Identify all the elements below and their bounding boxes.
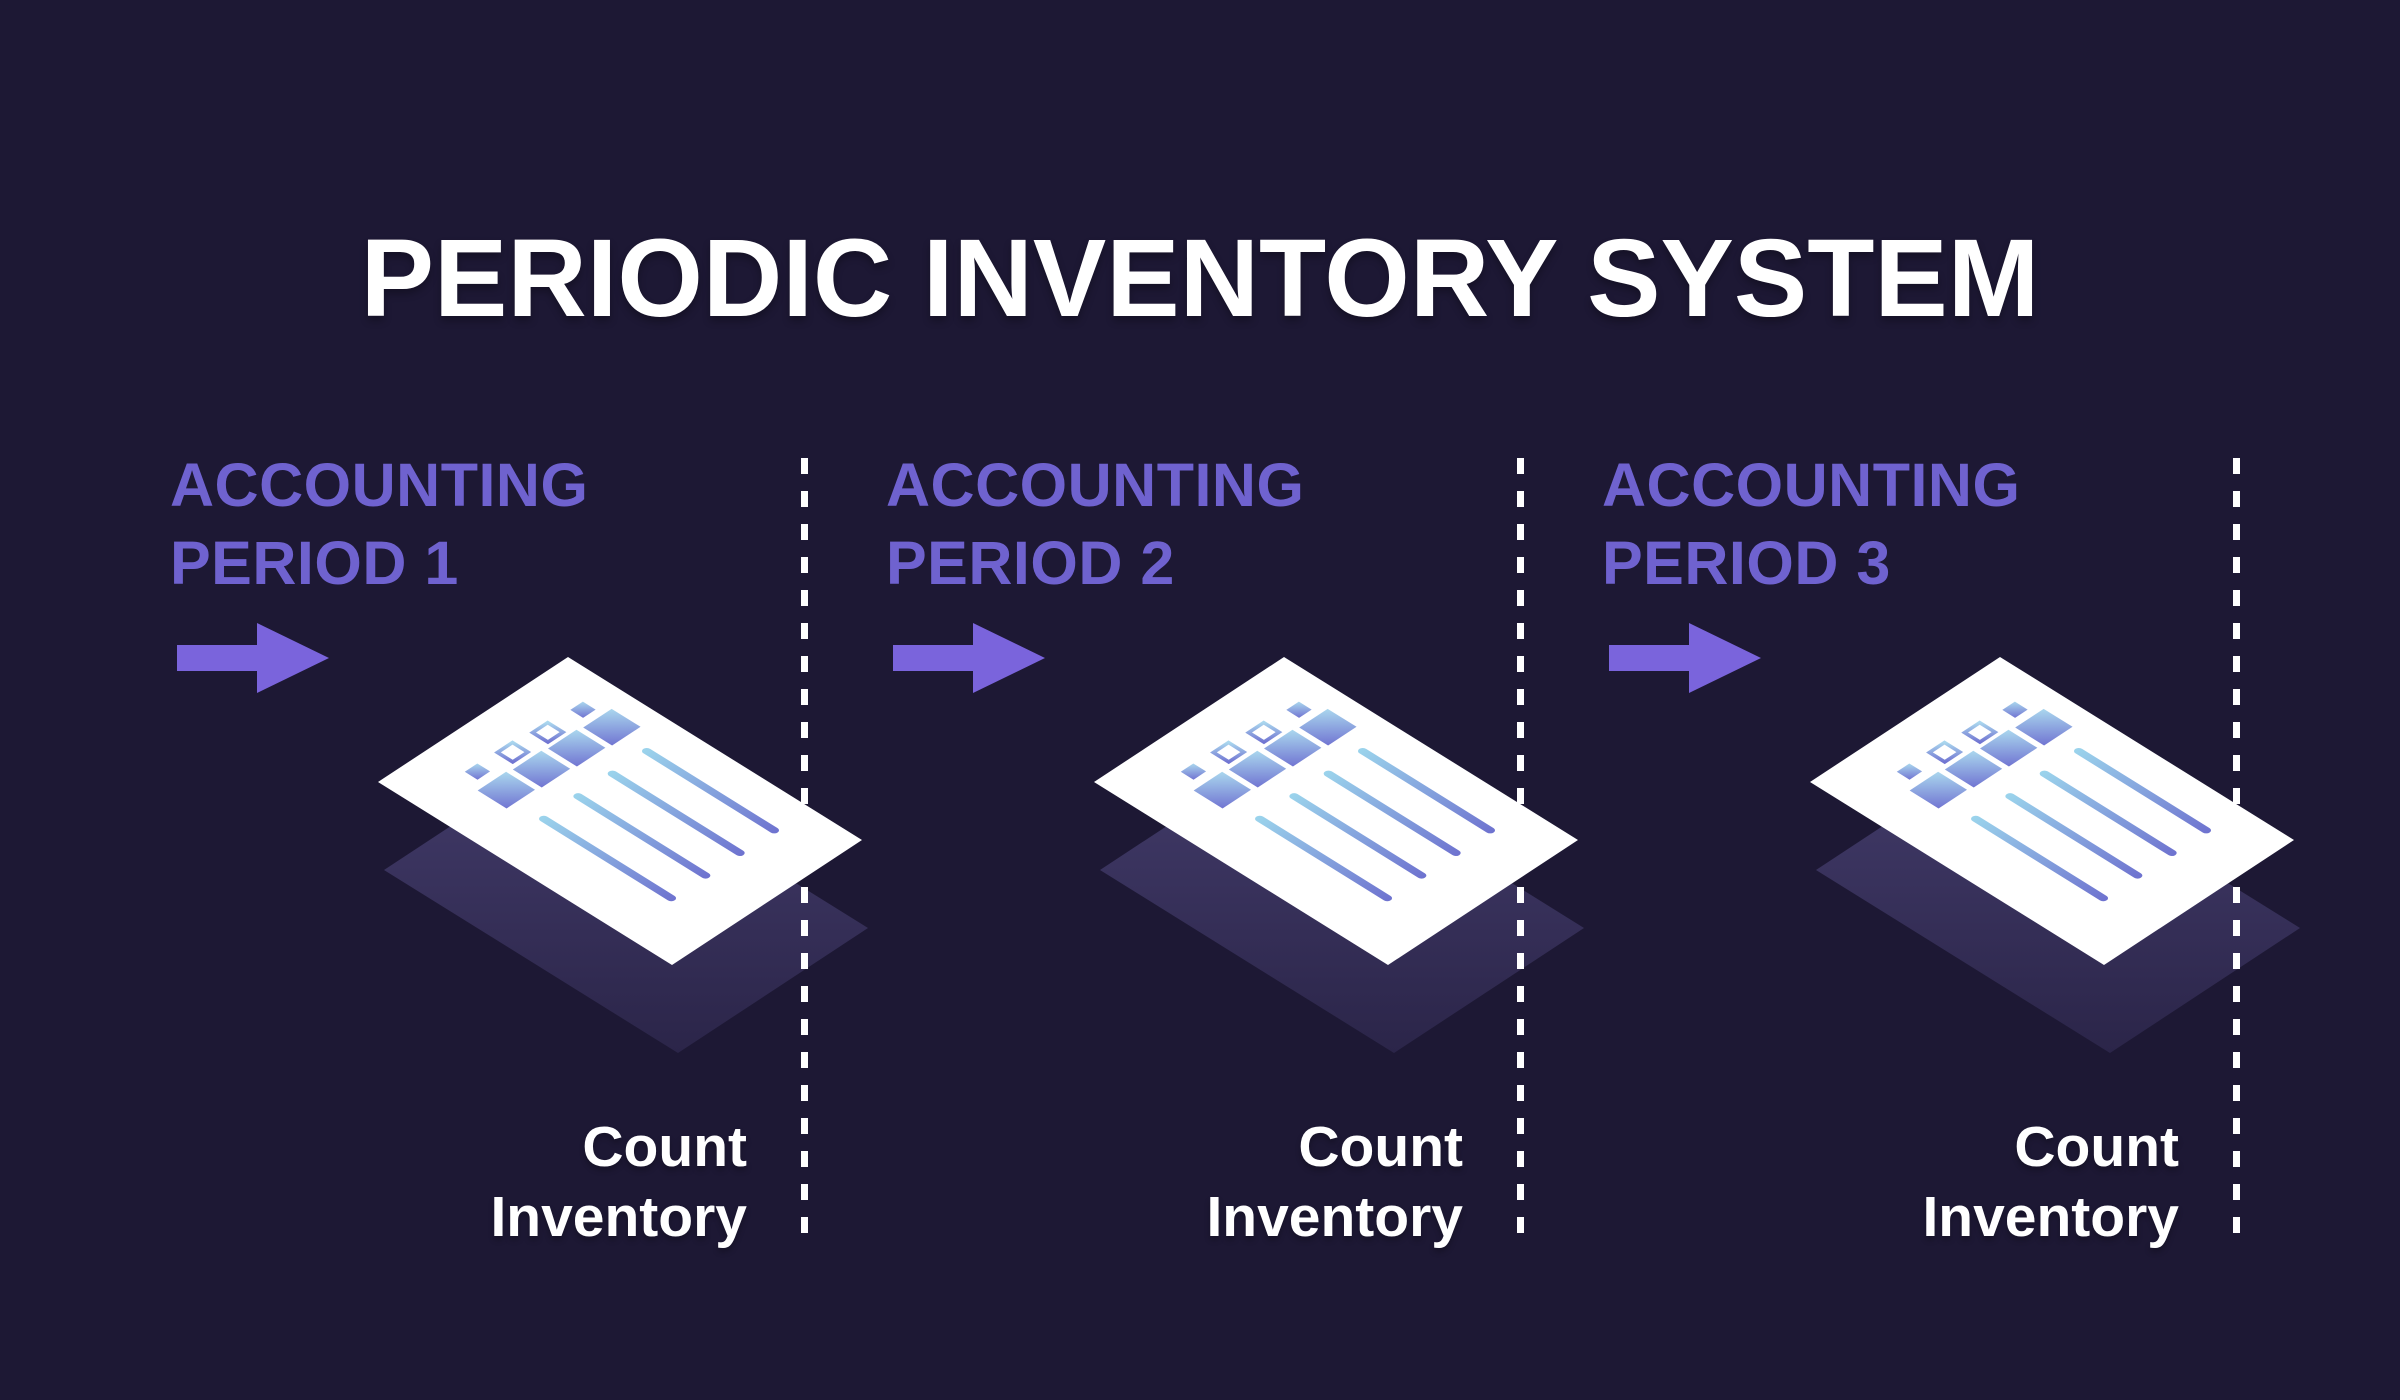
accounting-period-2-section: ACCOUNTING PERIOD 2 Count Inventory [805,0,1521,1400]
period-heading-line2: PERIOD 3 [1602,529,1891,597]
inventory-document-sheet [378,655,898,1085]
count-label-line2: Inventory [1206,1185,1463,1249]
count-label-line2: Inventory [490,1185,747,1249]
count-inventory-label: Count Inventory [1206,1112,1463,1252]
dashed-period-divider [801,458,808,1248]
period-3-heading: ACCOUNTING PERIOD 3 [1602,446,2020,602]
count-inventory-label: Count Inventory [490,1112,747,1252]
page-title: PERIODIC INVENTORY SYSTEM [360,216,2040,340]
period-heading-line1: ACCOUNTING [170,451,589,519]
arrow-right-icon [1609,623,1761,693]
arrow-head [1689,623,1761,693]
arrow-right-icon [893,623,1045,693]
arrow-shaft [893,645,977,671]
inventory-document-sheet [1810,655,2330,1085]
count-label-line1: Count [1298,1115,1463,1179]
dashed-period-divider [1517,458,1524,1248]
period-1-heading: ACCOUNTING PERIOD 1 [170,446,588,602]
arrow-shaft [1609,645,1693,671]
period-heading-line2: PERIOD 1 [170,529,459,597]
count-label-line1: Count [2014,1115,2179,1179]
arrow-head [257,623,329,693]
count-label-line1: Count [582,1115,747,1179]
period-heading-line1: ACCOUNTING [1602,451,2021,519]
accounting-period-3-section: ACCOUNTING PERIOD 3 Count Inventory [1521,0,2237,1400]
dashed-period-divider [2233,458,2240,1248]
count-inventory-label: Count Inventory [1922,1112,2179,1252]
inventory-document-illustration [1094,655,1614,1085]
count-label-line2: Inventory [1922,1185,2179,1249]
period-heading-line2: PERIOD 2 [886,529,1175,597]
arrow-right-icon [177,623,329,693]
arrow-shaft [177,645,261,671]
arrow-head [973,623,1045,693]
period-2-heading: ACCOUNTING PERIOD 2 [886,446,1304,602]
inventory-document-illustration [1810,655,2330,1085]
inventory-document-sheet [1094,655,1614,1085]
period-heading-line1: ACCOUNTING [886,451,1305,519]
accounting-period-1-section: ACCOUNTING PERIOD 1 Count Inventory [89,0,805,1400]
inventory-document-illustration [378,655,898,1085]
